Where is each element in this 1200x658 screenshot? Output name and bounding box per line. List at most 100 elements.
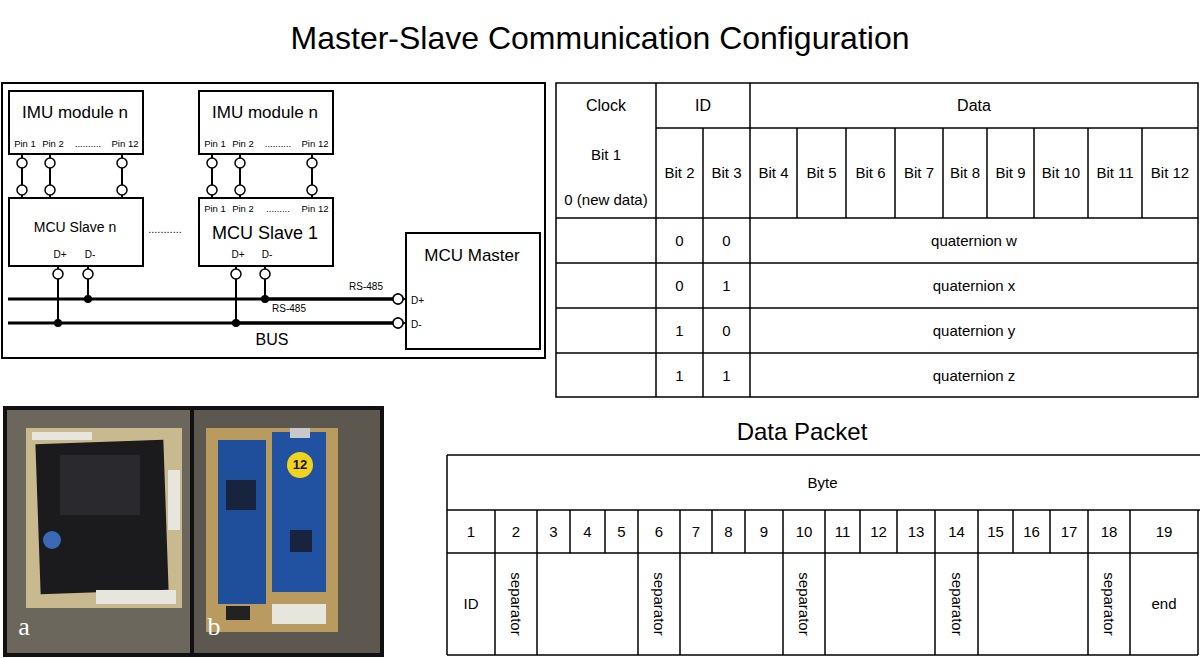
terminal bbox=[207, 158, 217, 168]
table-cell: 1 bbox=[656, 353, 703, 398]
left-panel bbox=[2, 83, 545, 358]
pin-label: ......... bbox=[256, 203, 300, 215]
grid-line bbox=[942, 128, 944, 218]
table-cell: 1 bbox=[656, 308, 703, 353]
grid-line bbox=[977, 510, 979, 655]
pin-wires bbox=[207, 155, 317, 197]
terminal bbox=[393, 294, 403, 304]
terminal bbox=[393, 318, 403, 328]
table-cell: 0 bbox=[703, 218, 750, 263]
arduino-nano bbox=[272, 432, 326, 592]
terminal bbox=[235, 158, 245, 168]
pin-label: D+ bbox=[411, 295, 433, 307]
mcu-slave: MCU Slave nD+D- bbox=[8, 197, 144, 267]
photo-frame bbox=[192, 408, 382, 655]
grid-line bbox=[637, 510, 639, 655]
number-sticker bbox=[287, 452, 313, 478]
chip bbox=[226, 480, 256, 510]
junction-dot bbox=[261, 295, 269, 303]
table-frame bbox=[556, 83, 1198, 397]
table-cell: Bit 1 bbox=[556, 142, 656, 168]
terminal bbox=[307, 158, 317, 168]
terminal bbox=[83, 269, 93, 279]
table-header: Data bbox=[750, 83, 1198, 128]
terminal bbox=[117, 158, 127, 168]
byte-number: 18 bbox=[1088, 510, 1130, 553]
bit-table-grid bbox=[556, 83, 1198, 397]
table-cell: 0 (new data) bbox=[556, 187, 656, 213]
terminal bbox=[117, 185, 127, 195]
junction-dot bbox=[232, 319, 240, 327]
grid-line bbox=[446, 455, 448, 655]
bus-line bbox=[88, 298, 395, 301]
grid-line bbox=[556, 262, 1198, 264]
byte-number: 2 bbox=[495, 510, 537, 553]
pcb-board bbox=[26, 428, 182, 608]
grid-line bbox=[702, 128, 704, 397]
table-cell: 0 bbox=[656, 263, 703, 308]
node-title: MCU Slave n bbox=[10, 217, 140, 237]
byte-number: 16 bbox=[1013, 510, 1050, 553]
terminal bbox=[53, 269, 63, 279]
arduino-board bbox=[35, 440, 168, 594]
byte-number: 5 bbox=[605, 510, 638, 553]
table-cell: Bit 3 bbox=[703, 128, 750, 218]
separator-cell: separator bbox=[794, 559, 814, 649]
pin-wires bbox=[17, 155, 127, 197]
byte-number: 14 bbox=[935, 510, 978, 553]
table-cell: 1 bbox=[703, 263, 750, 308]
table-cell: Bit 9 bbox=[987, 128, 1034, 218]
grid-line bbox=[556, 352, 1198, 354]
pin-label: Pin 1 bbox=[12, 138, 38, 150]
table-cell: 0 bbox=[703, 308, 750, 353]
table-cell: Bit 12 bbox=[1142, 128, 1198, 218]
byte-number: 9 bbox=[745, 510, 783, 553]
grid-line bbox=[1033, 128, 1035, 218]
grid-line bbox=[796, 128, 798, 218]
junction-dot bbox=[84, 295, 92, 303]
ic-chip bbox=[226, 606, 250, 620]
bus-line bbox=[58, 322, 395, 325]
pin-label: D- bbox=[80, 249, 100, 261]
chip bbox=[290, 530, 312, 552]
pin-label: D+ bbox=[228, 249, 248, 261]
table-cell: Bit 2 bbox=[656, 128, 703, 218]
grid-line bbox=[824, 510, 826, 655]
imu-module: IMU module nPin 1Pin 2..........Pin 12 bbox=[8, 90, 144, 155]
grid-line bbox=[845, 128, 847, 218]
table-header: Clock bbox=[556, 83, 656, 128]
grid-line bbox=[679, 510, 681, 655]
terminal bbox=[17, 158, 27, 168]
pin-label: Pin 1 bbox=[202, 138, 228, 150]
photo-b bbox=[192, 408, 382, 655]
junction-dot bbox=[54, 319, 62, 327]
arduino-mini bbox=[218, 440, 266, 604]
pin-label: Pin 12 bbox=[300, 138, 330, 150]
grid-line bbox=[569, 510, 571, 553]
bus-wires bbox=[231, 267, 405, 328]
terminal bbox=[45, 158, 55, 168]
table-title: Data Packet bbox=[702, 416, 902, 448]
table-cell: Bit 10 bbox=[1034, 128, 1088, 218]
grid-line bbox=[859, 510, 861, 553]
bus-wires bbox=[53, 267, 405, 328]
sticker-number: 12 bbox=[287, 452, 313, 478]
mcu-slave: Pin 1Pin 2.........Pin 12MCU Slave 1D+D- bbox=[198, 197, 334, 267]
byte-number: 19 bbox=[1130, 510, 1198, 553]
grid-line bbox=[447, 552, 1198, 554]
table-header: ID bbox=[656, 83, 750, 128]
node-title: IMU module n bbox=[200, 102, 330, 124]
wire bbox=[58, 267, 405, 323]
byte-number: 15 bbox=[978, 510, 1013, 553]
wire bbox=[236, 267, 405, 323]
grid-line bbox=[896, 510, 898, 553]
grid-line bbox=[1129, 510, 1131, 655]
grid-line bbox=[447, 454, 1200, 456]
byte-number: 8 bbox=[712, 510, 745, 553]
table-cell: Bit 7 bbox=[895, 128, 943, 218]
grid-line bbox=[1087, 128, 1089, 218]
grid-line bbox=[1141, 128, 1143, 218]
grid-line bbox=[447, 654, 1198, 656]
byte-number: 4 bbox=[570, 510, 605, 553]
